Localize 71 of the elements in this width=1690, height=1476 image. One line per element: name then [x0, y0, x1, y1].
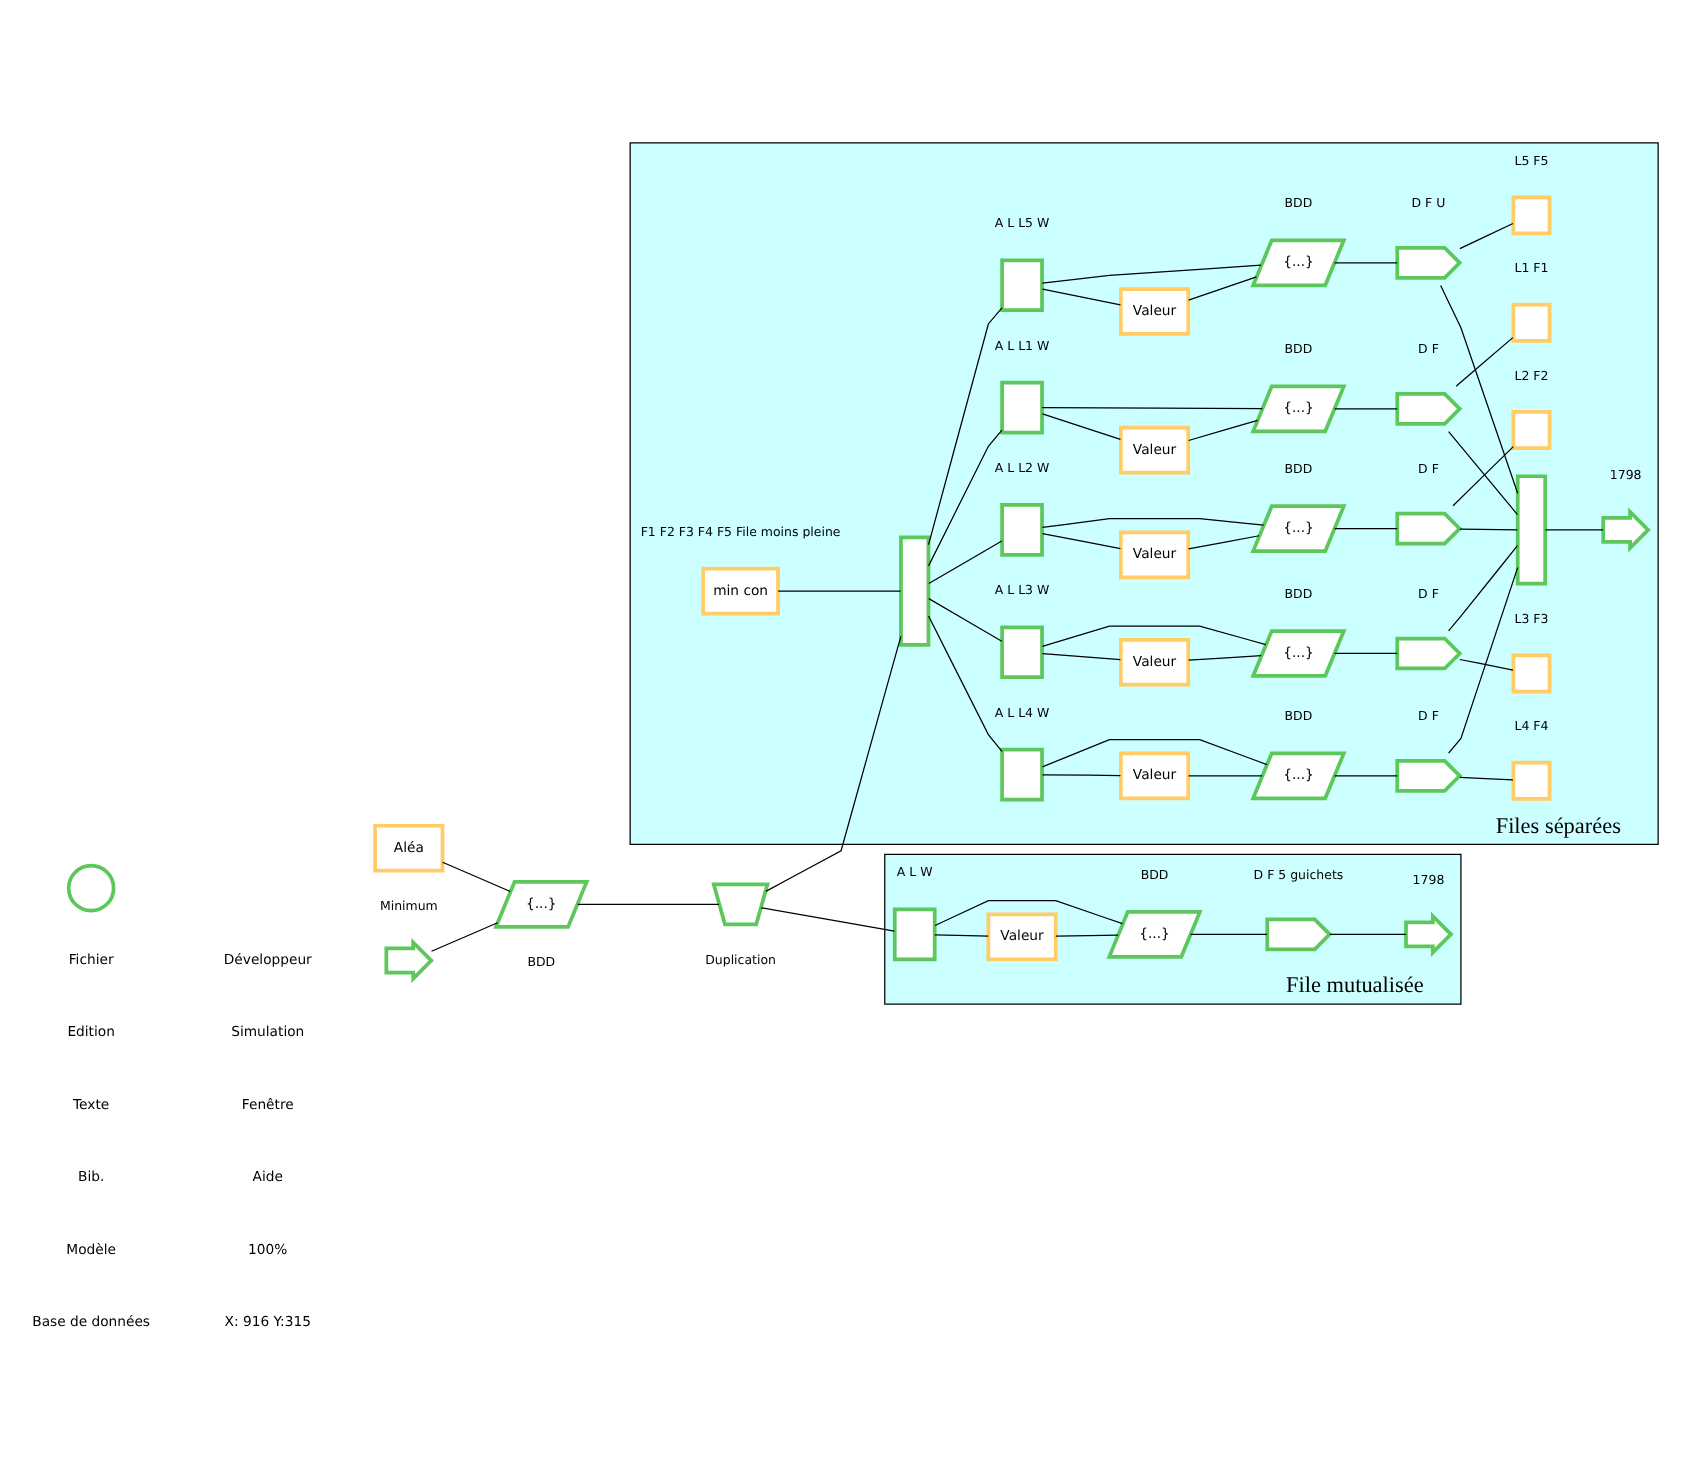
connector: [1455, 336, 1514, 386]
node-circle: [66, 862, 116, 912]
connector: [927, 614, 1003, 751]
connector: [1041, 412, 1122, 439]
node-plus: [1511, 409, 1552, 450]
connector: [1440, 283, 1519, 493]
connector: [1544, 528, 1604, 530]
connector: [1333, 527, 1398, 529]
node-pentagon: [1395, 510, 1463, 545]
node-box: [1000, 624, 1044, 679]
connector: [1448, 430, 1519, 515]
connector: [1459, 527, 1518, 530]
connector: [1041, 624, 1267, 647]
node-arrow: [384, 936, 434, 983]
node-pentagon: [1395, 391, 1463, 425]
node-plus: [1511, 194, 1552, 235]
connector: [1452, 445, 1514, 506]
connector: [1333, 261, 1398, 263]
node-arrow: [1404, 910, 1454, 956]
connector: [1187, 534, 1260, 549]
node-box: [1000, 379, 1044, 434]
connector: [1333, 407, 1398, 409]
node-pentagon: [1395, 757, 1463, 792]
connector: [577, 902, 720, 904]
connector: [765, 634, 902, 891]
node-plus: [1511, 652, 1552, 693]
connector: [928, 596, 1003, 641]
connector: [1459, 221, 1514, 249]
connector: [1041, 738, 1268, 767]
connector: [430, 921, 499, 951]
connector: [1187, 774, 1263, 776]
connector: [1041, 652, 1122, 660]
connector: [760, 906, 896, 931]
connector: [934, 899, 1124, 926]
node-bar: [1515, 473, 1548, 585]
connector: [1055, 933, 1119, 936]
connector: [1041, 773, 1122, 776]
connector: [1333, 774, 1398, 776]
connector: [1459, 775, 1514, 780]
connector: [1447, 566, 1519, 753]
connector: [1041, 287, 1122, 305]
node-box: [1000, 502, 1044, 556]
connector: [934, 933, 989, 936]
connector: [927, 306, 1003, 545]
connector: [1187, 275, 1258, 300]
connector: [1041, 263, 1262, 283]
connector: [1187, 418, 1259, 441]
node-bar: [899, 534, 931, 646]
node-pentagon: [1395, 635, 1463, 670]
connector: [1041, 532, 1122, 549]
connector: [1447, 544, 1519, 631]
connector: [928, 539, 1003, 584]
node-box: [892, 906, 937, 961]
connector: [1187, 654, 1262, 660]
node-pentagon: [1265, 916, 1333, 951]
node-plus: [1511, 301, 1552, 342]
connector: [777, 589, 902, 591]
connector: [441, 860, 511, 892]
node-pentagon: [1395, 244, 1463, 279]
connector: [1041, 406, 1264, 409]
connector: [1329, 932, 1407, 934]
connector: [927, 428, 1003, 566]
node-plus: [1511, 759, 1552, 800]
node-arrow: [1601, 506, 1651, 552]
connector: [1459, 657, 1514, 670]
node-trapezoid: [711, 881, 770, 926]
connector: [1333, 651, 1398, 654]
connector: [1190, 932, 1268, 934]
node-box: [1000, 257, 1044, 312]
node-box: [1000, 746, 1044, 801]
connector: [1041, 517, 1265, 528]
